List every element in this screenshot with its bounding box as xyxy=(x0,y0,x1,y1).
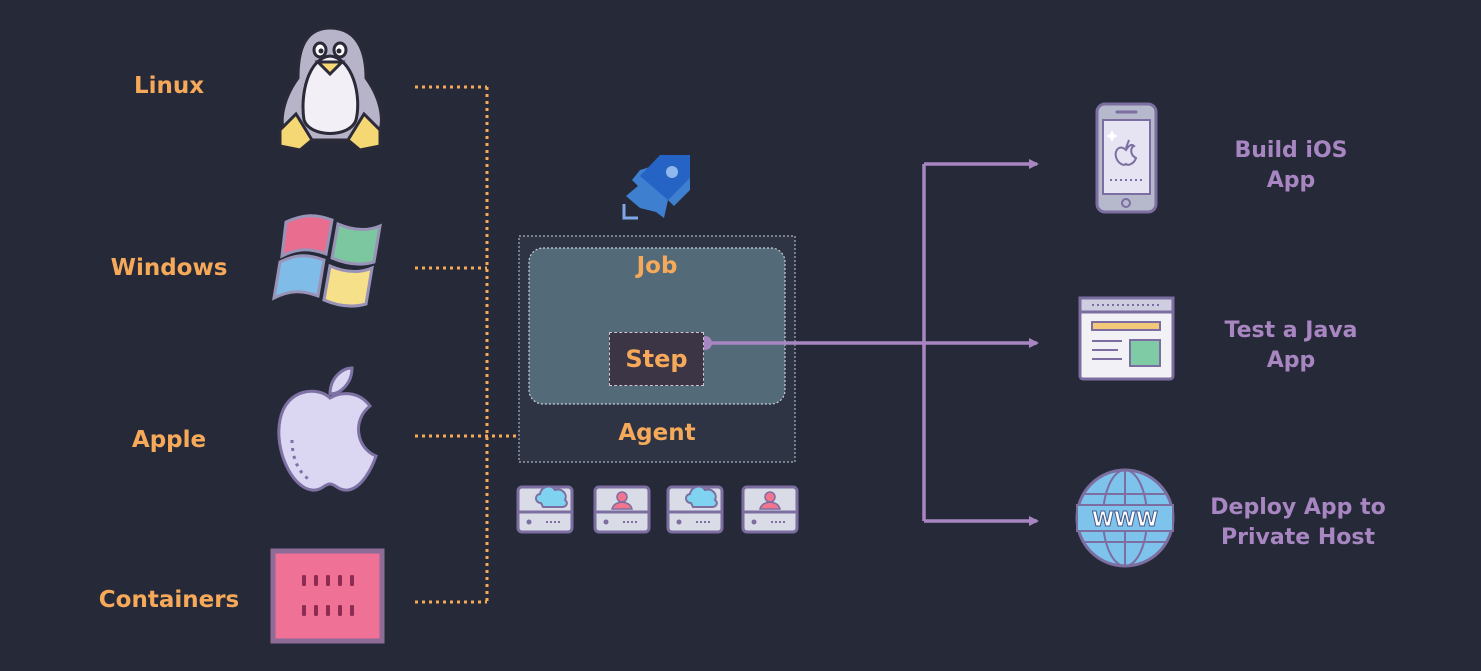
output-label-test-java: Test a Java App xyxy=(1224,318,1358,373)
iphone-icon xyxy=(1095,102,1158,214)
cloud-server-icon xyxy=(516,485,574,534)
platform-connectors xyxy=(415,85,590,604)
platform-label-apple: Apple xyxy=(131,427,207,453)
user-server-icon xyxy=(593,485,651,534)
azure-pipelines-rocket-icon xyxy=(622,155,690,220)
job-box xyxy=(528,247,786,405)
server-icons xyxy=(516,485,799,534)
output-label-deploy: Deploy App to Private Host xyxy=(1210,495,1386,550)
job-label: Job xyxy=(636,253,678,279)
step-label: Step xyxy=(625,345,688,373)
platform-label-windows: Windows xyxy=(110,255,228,281)
output-label-build-ios: Build iOS App xyxy=(1234,138,1348,193)
platform-label-linux: Linux xyxy=(133,73,205,99)
windows-logo-icon xyxy=(272,214,382,308)
step-box: Step xyxy=(609,332,704,386)
agent-label: Agent xyxy=(618,420,696,446)
output-arrows xyxy=(705,159,1039,526)
container-icon xyxy=(270,548,385,644)
cloud-server-icon xyxy=(666,485,724,534)
apple-logo-icon xyxy=(277,366,378,492)
user-server-icon xyxy=(741,485,799,534)
linux-penguin-icon xyxy=(278,26,383,152)
globe-www-icon: WWW xyxy=(1075,468,1175,568)
platform-label-containers: Containers xyxy=(98,587,240,613)
browser-window-icon xyxy=(1078,296,1175,381)
svg-text:WWW: WWW xyxy=(1092,507,1158,531)
